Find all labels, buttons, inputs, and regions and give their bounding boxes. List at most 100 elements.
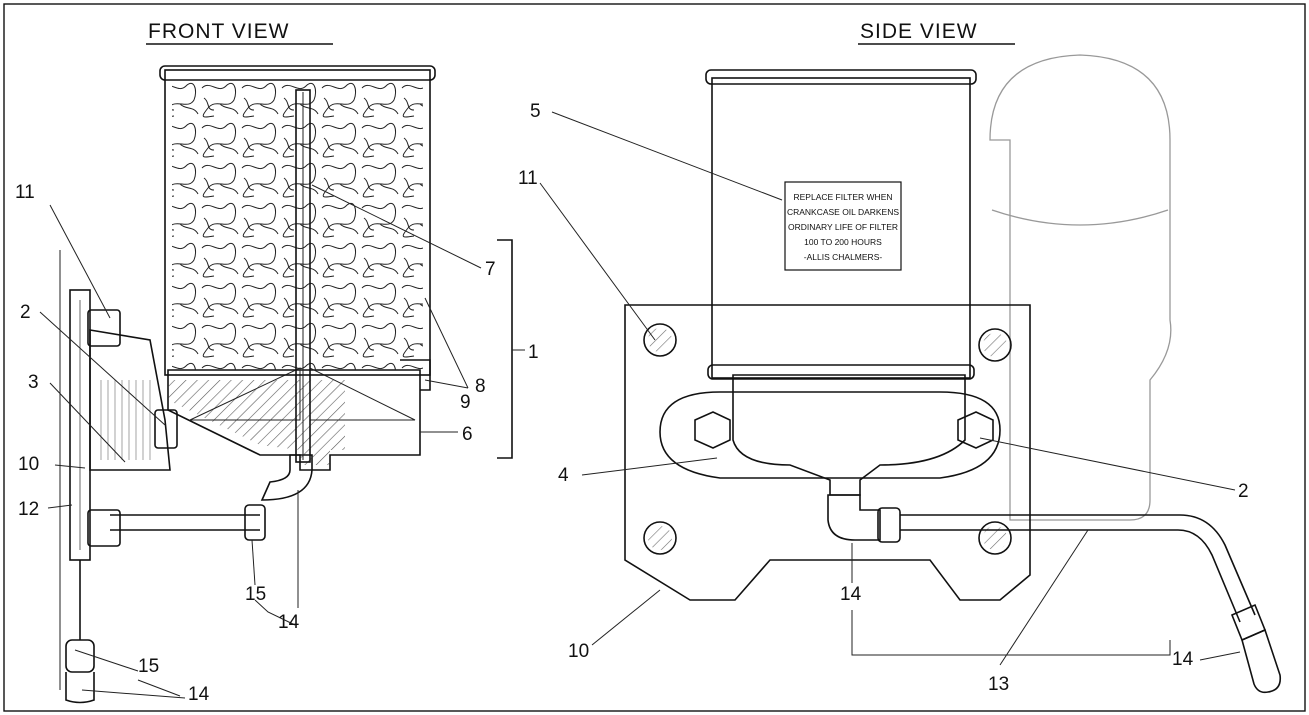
side-view-title: SIDE VIEW — [860, 20, 978, 43]
side-tube-nut — [877, 507, 901, 543]
leader-3 — [49, 382, 126, 463]
front-lower-elbow — [65, 672, 95, 704]
side-label-5: 5 — [530, 101, 541, 122]
label-8: 8 — [475, 376, 486, 397]
leader-s14b — [1199, 651, 1241, 661]
canister-skirt — [400, 359, 431, 391]
leader-9 — [424, 379, 469, 389]
bracket-1 — [497, 239, 513, 459]
plate-line-2: CRANKCASE OIL DARKENS — [787, 207, 899, 217]
side-label-11: 11 — [518, 168, 538, 189]
filter-element-fibers — [172, 82, 423, 370]
leader-13 — [999, 529, 1089, 666]
side-bolt-tr — [978, 328, 1012, 362]
side-bolt-bl — [643, 521, 677, 555]
instruction-plate — [784, 181, 902, 271]
side-leaders — [539, 111, 1241, 666]
side-mounting-plate — [624, 304, 1031, 601]
leader-5 — [551, 111, 783, 201]
flange-shading — [78, 300, 84, 550]
canister-top-rim — [159, 65, 436, 81]
bracket-14-14 — [851, 610, 1171, 656]
base-section-hatch — [168, 380, 345, 465]
center-tube — [295, 89, 311, 463]
side-canister-top-rim — [705, 69, 977, 85]
side-elbow-fitting — [827, 494, 881, 541]
side-bolt-tl — [643, 323, 677, 357]
front-outlet-tube — [110, 514, 260, 531]
label-9: 9 — [460, 392, 471, 413]
label-3: 3 — [28, 372, 39, 393]
frame-border — [3, 3, 1306, 712]
side-oil-tube-top — [900, 514, 1256, 616]
side-base-bolt-right — [957, 411, 994, 449]
leader-4 — [581, 457, 718, 476]
side-tube-end-cap — [1241, 628, 1282, 694]
side-bolt-tr-shade — [983, 333, 1007, 357]
front-lower-nut — [65, 639, 95, 673]
side-label-2: 2 — [1238, 481, 1249, 502]
label-6: 6 — [462, 424, 473, 445]
leader-s10 — [591, 589, 661, 646]
front-bolt-top — [87, 309, 121, 347]
cone-baffle-left — [189, 367, 301, 421]
label-15a: 15 — [245, 584, 266, 605]
filter-base-casting — [167, 369, 421, 471]
leader-14b — [81, 689, 186, 699]
leader-15b-14b-join — [137, 679, 181, 697]
plate-line-1: REPLACE FILTER WHEN — [793, 192, 892, 202]
side-bolt-tl-shade — [648, 328, 672, 352]
side-bolt-br-shade — [983, 526, 1007, 550]
leader-s11 — [539, 182, 656, 341]
side-filter-canister — [711, 77, 971, 379]
leader-8 — [424, 297, 469, 389]
plate-line-4: 100 TO 200 HOURS — [804, 237, 882, 247]
tank-seam — [991, 209, 1169, 226]
label-7: 7 — [485, 259, 496, 280]
side-label-10: 10 — [568, 641, 589, 662]
label-1: 1 — [528, 342, 539, 363]
side-oil-tube-bottom — [900, 529, 1241, 623]
side-bolt-bl-shade — [648, 526, 672, 550]
filter-canister — [164, 69, 431, 376]
leader-7 — [311, 184, 482, 269]
side-view: SIDE VIEW REPLACE FILTER WHEN CRANKCASE … — [518, 20, 1282, 695]
side-base-bolt-left — [694, 411, 731, 449]
plate-line-5: -ALLIS CHALMERS- — [804, 252, 883, 262]
leader-10 — [54, 464, 86, 469]
label-11: 11 — [15, 182, 35, 203]
side-label-13: 13 — [988, 674, 1009, 695]
side-oval-base — [659, 391, 1001, 479]
label-2: 2 — [20, 302, 31, 323]
leader-2 — [39, 311, 166, 426]
front-bolt-bottom — [87, 509, 121, 547]
plate-line-3: ORDINARY LIFE OF FILTER — [788, 222, 898, 232]
front-tube-nut — [244, 504, 266, 541]
adapter-body — [89, 329, 171, 471]
side-filter-base — [732, 374, 966, 496]
side-canister-bottom-rim — [707, 364, 975, 380]
adapter-shading — [100, 380, 155, 460]
label-12: 12 — [18, 499, 39, 520]
front-view-title: FRONT VIEW — [148, 20, 289, 43]
label-15b: 15 — [138, 656, 159, 677]
leader-12 — [47, 504, 73, 509]
leader-15a — [251, 539, 256, 586]
background-tank — [989, 54, 1172, 521]
side-bolt-br — [978, 521, 1012, 555]
label-14b: 14 — [188, 684, 210, 705]
side-label-14a: 14 — [840, 584, 862, 605]
side-label-14b: 14 — [1172, 649, 1194, 670]
label-14a: 14 — [278, 612, 300, 633]
front-view: FRONT VIEW — [15, 20, 539, 705]
leader-s2 — [979, 437, 1236, 491]
label-10: 10 — [18, 454, 39, 475]
front-leaders — [39, 184, 525, 699]
side-label-4: 4 — [558, 465, 569, 486]
leader-11 — [49, 204, 111, 319]
leader-15a-14a-join — [254, 599, 296, 626]
leader-15b — [74, 649, 139, 672]
adapter-nut — [154, 409, 178, 449]
